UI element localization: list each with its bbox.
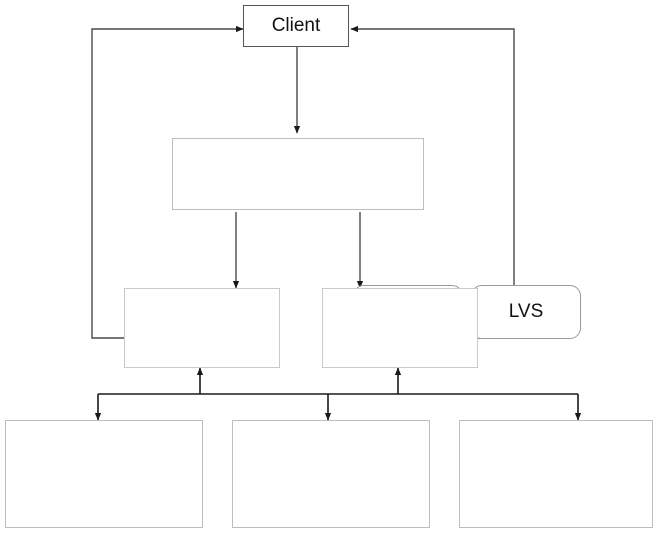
host-node-2[interactable]: HOST OPTOA server server server ... ... <box>232 420 430 528</box>
client-label: Client <box>271 15 321 36</box>
host-node-1[interactable]: HOST OPTOA server server server ... ... <box>5 420 203 528</box>
lvs-node-2-label: LVS <box>508 301 544 322</box>
host-node-3[interactable]: HOST OPTOA server server server ... ... <box>459 420 653 528</box>
lvs-node-2[interactable]: LVS <box>471 285 581 339</box>
vm-group-right: VM nlb-toa Haproxy-toa <box>322 288 478 368</box>
vm-group-left: VM nlb-toa Haproxy-toa <box>124 288 280 368</box>
lvs-group: LVS LVS <box>172 138 581 339</box>
client-node[interactable]: Client <box>243 5 349 47</box>
